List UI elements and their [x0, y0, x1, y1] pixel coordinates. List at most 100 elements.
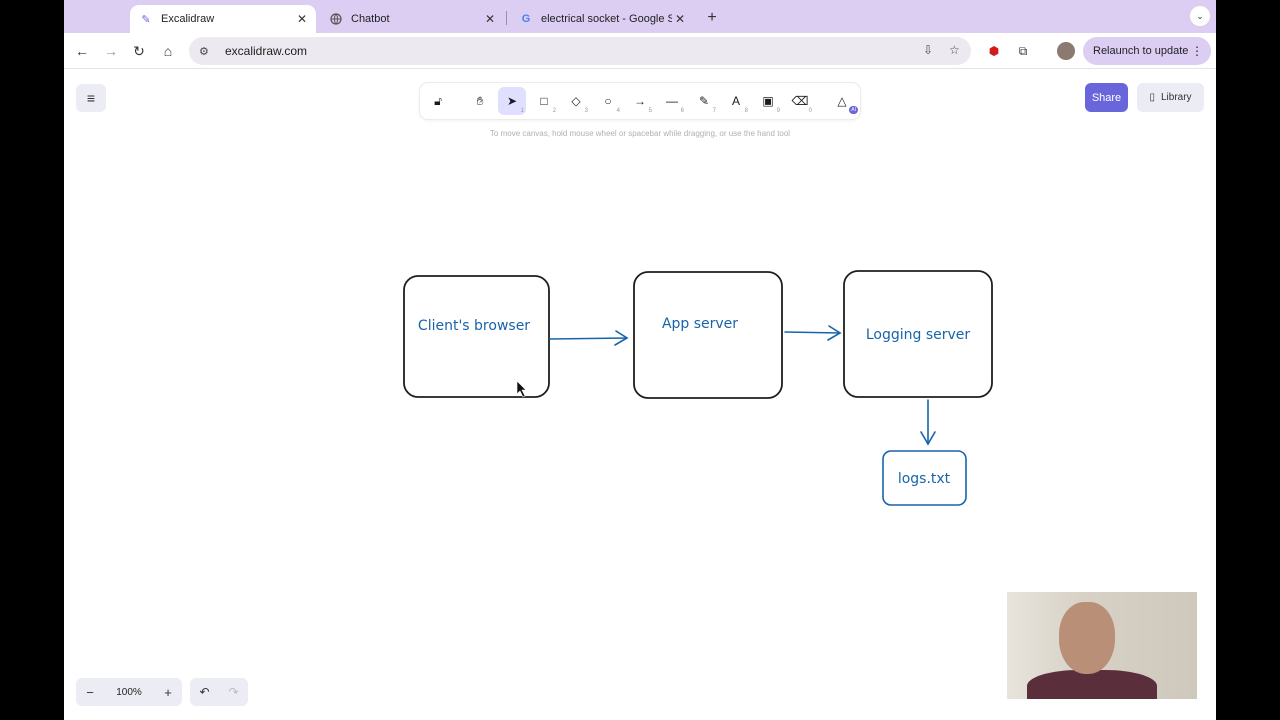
draw-tool[interactable]: ✎7	[690, 87, 718, 115]
book-icon: ▯	[1149, 92, 1155, 103]
node-client-browser-label: Client's browser	[418, 318, 530, 334]
more-tools-button[interactable]: △AI	[828, 87, 858, 115]
relaunch-label: Relaunch to update	[1093, 45, 1189, 57]
diamond-icon: ◇	[571, 94, 581, 108]
rectangle-icon: □	[540, 94, 548, 108]
canvas-hint: To move canvas, hold mouse wheel or spac…	[489, 129, 791, 138]
library-label: Library	[1160, 92, 1192, 103]
tab-strip: ✎ Excalidraw ✕ Chatbot ✕ G electrical so…	[64, 0, 1216, 33]
redo-button[interactable]: ↷	[228, 685, 239, 699]
extensions-puzzle-icon[interactable]: ⧉	[1018, 43, 1028, 58]
zoom-level[interactable]: 100%	[116, 686, 142, 698]
eraser-tool[interactable]: ⌫0	[786, 87, 814, 115]
install-app-icon[interactable]: ⇩	[923, 43, 934, 57]
tab-title: Excalidraw	[161, 13, 215, 25]
pointer-icon: ➤	[506, 94, 518, 108]
shortcut-key: 1	[520, 108, 524, 114]
extension-shield-icon[interactable]: ⬢	[988, 44, 1000, 58]
shortcut-key: 5	[648, 108, 652, 114]
selection-tool[interactable]: ➤1	[498, 87, 526, 115]
browser-toolbar: ← → ↻ ⌂ ⚙ excalidraw.com ⇩ ☆ ⬢ ⧉ Relaunc…	[64, 33, 1216, 69]
bookmark-star-icon[interactable]: ☆	[949, 43, 960, 57]
tab-google-search[interactable]: G electrical socket - Google Se ✕	[510, 5, 694, 33]
excalidraw-canvas[interactable]: Client's browser App server Logging serv…	[64, 70, 1216, 720]
close-tab-icon[interactable]: ✕	[674, 12, 686, 26]
shortcut-key: 6	[680, 108, 684, 114]
home-button[interactable]: ⌂	[163, 43, 173, 59]
share-button[interactable]: Share	[1085, 83, 1128, 112]
zoom-out-button[interactable]: −	[86, 684, 94, 700]
shortcut-key: 4	[616, 108, 620, 114]
arrow-icon: →	[634, 94, 646, 108]
text-icon: A	[731, 94, 740, 108]
address-bar[interactable]: ⚙ excalidraw.com ⇩ ☆	[189, 37, 971, 65]
tab-title: electrical socket - Google Se	[541, 13, 672, 25]
edge-client-to-app-head	[614, 330, 629, 346]
browser-window: ✎ Excalidraw ✕ Chatbot ✕ G electrical so…	[64, 0, 1216, 720]
node-app-server-box	[633, 271, 783, 399]
relaunch-button[interactable]: Relaunch to update ⋮	[1083, 37, 1211, 65]
excalidraw-icon: ✎	[141, 13, 151, 26]
line-tool[interactable]: —6	[658, 87, 686, 115]
pencil-icon: ✎	[698, 94, 710, 108]
webcam-person-head	[1059, 602, 1115, 674]
undo-redo-controls: ↶ ↷	[190, 678, 248, 706]
google-icon: G	[521, 13, 531, 25]
shortcut-key: 8	[744, 108, 748, 114]
node-logs-txt-box	[882, 450, 967, 506]
back-button[interactable]: ←	[75, 43, 89, 59]
ellipse-tool[interactable]: ○4	[594, 87, 622, 115]
node-logs-txt-label: logs.txt	[898, 471, 951, 487]
edge-app-to-logging	[784, 331, 841, 334]
shortcut-key: 2	[552, 108, 556, 114]
diagram: Client's browser App server Logging serv…	[403, 270, 993, 506]
ai-badge: AI	[849, 106, 858, 114]
node-app-server-label: App server	[662, 316, 738, 332]
shapes-icon: △	[837, 94, 847, 108]
shortcut-key: 7	[712, 108, 716, 114]
tab-title: Chatbot	[351, 13, 390, 25]
edges	[549, 325, 936, 446]
undo-button[interactable]: ↶	[199, 685, 210, 699]
line-icon: —	[666, 94, 678, 108]
new-tab-button[interactable]: +	[707, 9, 717, 26]
shortcut-key: 0	[808, 108, 812, 114]
node-logging-server-label: Logging server	[866, 327, 971, 343]
close-tab-icon[interactable]: ✕	[484, 12, 496, 26]
close-tab-icon[interactable]: ✕	[296, 12, 308, 26]
profile-avatar[interactable]	[1057, 42, 1075, 60]
mouse-cursor	[516, 380, 527, 398]
tab-search-button[interactable]: ⌄	[1190, 6, 1210, 26]
tab-excalidraw[interactable]: ✎ Excalidraw ✕	[130, 5, 316, 33]
shortcut-key: 9	[776, 108, 780, 114]
library-button[interactable]: ▯ Library	[1137, 83, 1204, 112]
site-info-icon[interactable]: ⚙	[199, 45, 209, 58]
forward-button[interactable]: →	[104, 43, 118, 59]
lock-icon: 🔓︎	[434, 93, 442, 108]
image-tool[interactable]: ▣9	[754, 87, 782, 115]
edge-logging-to-logs-head	[920, 431, 936, 446]
webcam-person-body	[1027, 670, 1157, 699]
rectangle-tool[interactable]: □2	[530, 87, 558, 115]
tab-separator	[506, 11, 507, 25]
more-menu-icon[interactable]: ⋮	[1191, 44, 1203, 58]
zoom-in-button[interactable]: +	[164, 684, 172, 700]
hand-tool[interactable]: ✋︎	[466, 87, 494, 115]
main-menu-button[interactable]: ≡	[76, 84, 106, 112]
edge-client-to-app	[549, 337, 628, 340]
image-icon: ▣	[762, 94, 774, 108]
tab-chatbot[interactable]: Chatbot ✕	[320, 5, 504, 33]
diamond-tool[interactable]: ◇3	[562, 87, 590, 115]
arrow-tool[interactable]: →5	[626, 87, 654, 115]
ellipse-icon: ○	[604, 94, 612, 108]
hand-icon: ✋︎	[476, 93, 484, 108]
edge-app-to-logging-head	[827, 325, 842, 341]
zoom-controls: − 100% +	[76, 678, 182, 706]
webcam-overlay	[1007, 592, 1197, 699]
lock-tool[interactable]: 🔓︎	[424, 87, 452, 115]
eraser-icon: ⌫	[791, 94, 809, 108]
node-client-browser-box	[403, 275, 550, 398]
reload-button[interactable]: ↻	[133, 42, 145, 59]
